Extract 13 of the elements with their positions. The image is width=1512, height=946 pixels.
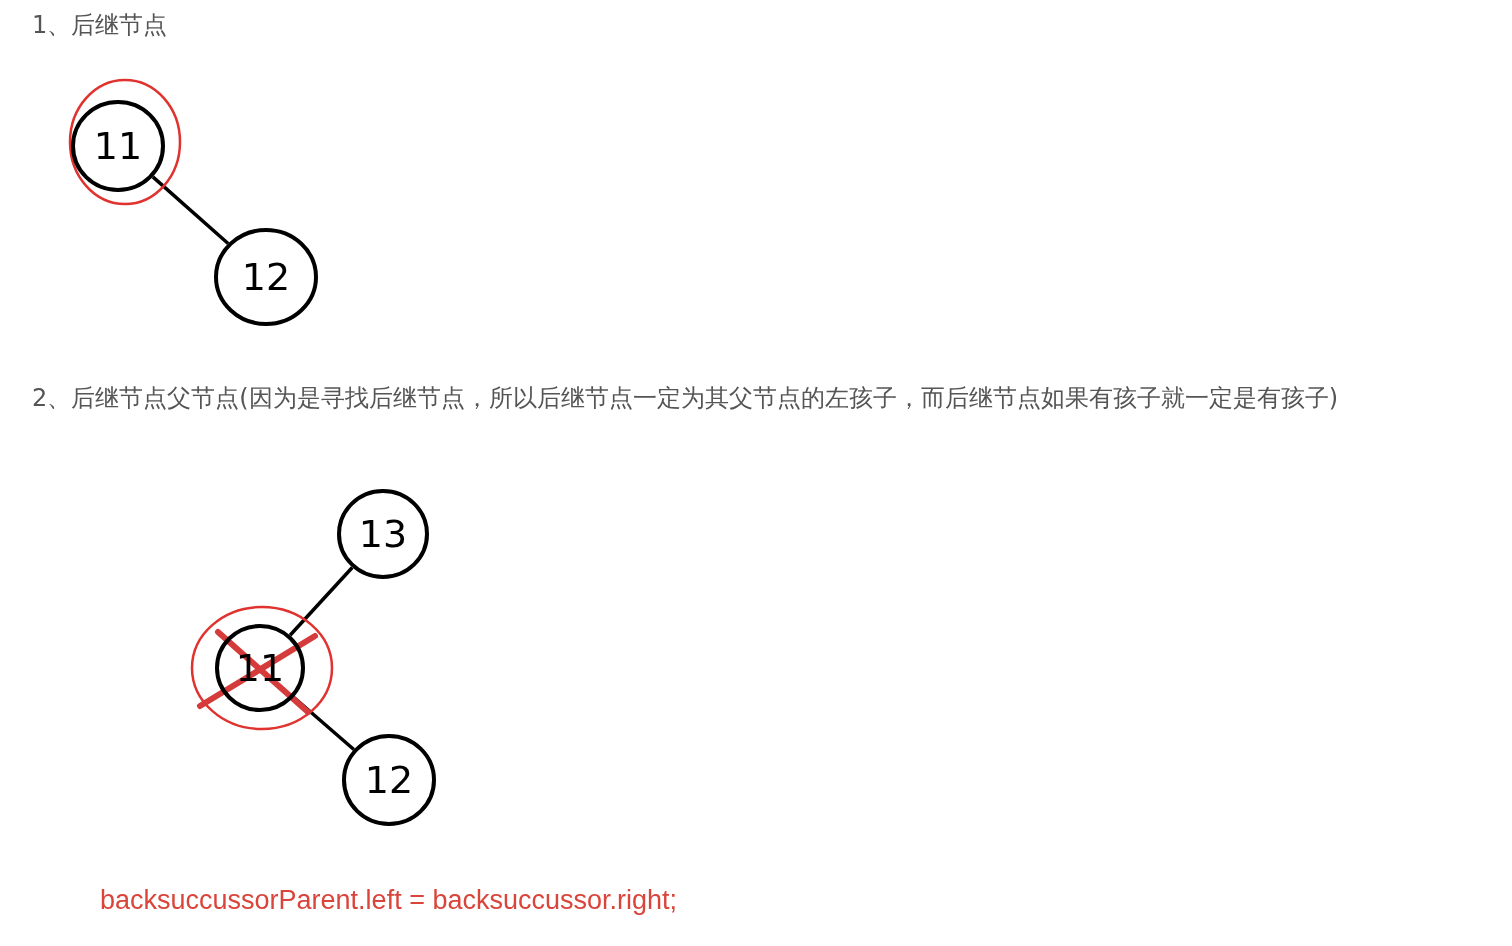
tree-node bbox=[342, 734, 436, 826]
tree-node bbox=[337, 489, 429, 579]
node-value: 12 bbox=[364, 761, 414, 799]
section-heading: 2、后继节点父节点(因为是寻找后继节点，所以后继节点一定为其父节点的左孩子，而后继节点如果有孩子就一定是有孩子) bbox=[32, 383, 1338, 413]
tree-edge bbox=[151, 175, 230, 245]
tree-edge bbox=[288, 566, 354, 637]
section-heading: 1、后继节点 bbox=[32, 10, 168, 40]
node-value: 13 bbox=[358, 515, 408, 553]
tree-node bbox=[214, 228, 318, 326]
node-value: 12 bbox=[241, 258, 291, 296]
tree-node bbox=[71, 100, 165, 192]
node-value: 11 bbox=[93, 127, 143, 165]
code-statement: backsuccussorParent.left = backsuccussor.right; bbox=[100, 884, 678, 917]
